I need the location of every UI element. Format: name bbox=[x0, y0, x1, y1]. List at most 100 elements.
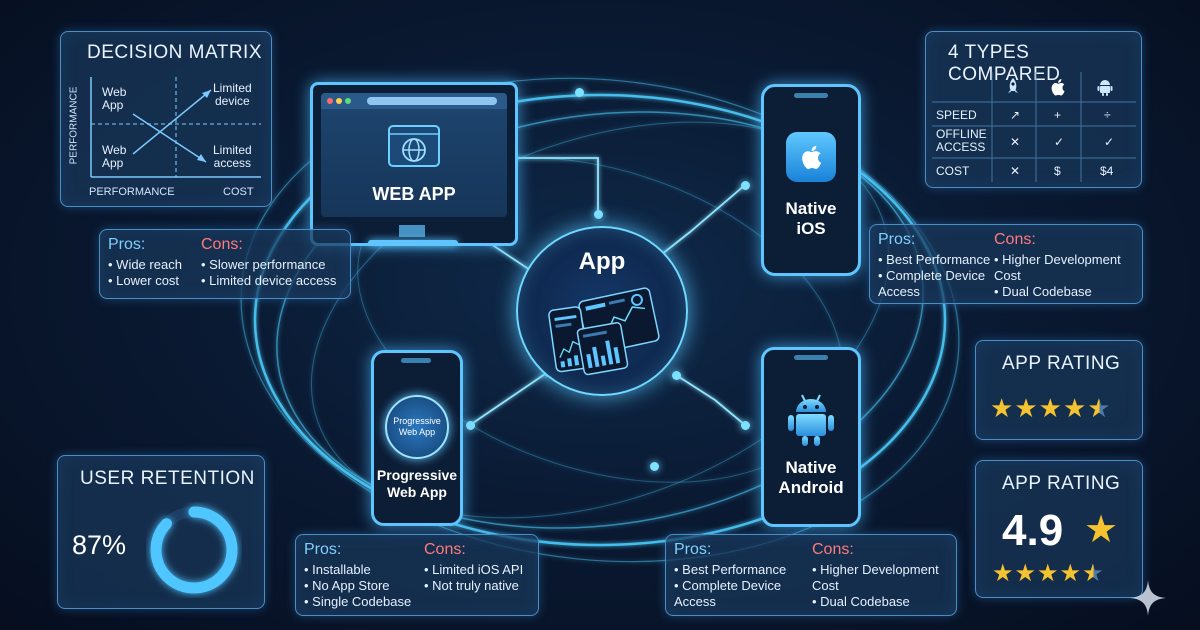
star-rating: ★★★★★ bbox=[990, 393, 1112, 424]
android-proscons-panel: Pros: Best Performance Complete Device A… bbox=[665, 534, 957, 616]
list-item: Best Performance bbox=[878, 252, 990, 268]
list-item: Single Codebase bbox=[304, 594, 411, 610]
list-item: Higher Development Cost bbox=[812, 562, 939, 594]
ios-cons-list: Higher Development Cost Dual Codebase bbox=[994, 252, 1142, 300]
app-rating-large-title: APP RATING bbox=[1002, 473, 1121, 494]
rocket-icon bbox=[1008, 78, 1018, 93]
ios-pros-list: Best Performance Complete Device Access bbox=[878, 252, 990, 300]
star-rating: ★★★★★ bbox=[992, 559, 1105, 588]
android-pros-title: Pros: bbox=[674, 541, 712, 558]
user-retention-value: 87% bbox=[72, 530, 127, 560]
comparison-cell: ÷ bbox=[1104, 108, 1111, 122]
list-item: Higher Development Cost bbox=[994, 252, 1142, 284]
pwa-app-icon: Progressive Web App bbox=[385, 395, 449, 459]
app-rating-panel: APP RATING ★★★★★ bbox=[975, 340, 1143, 440]
comparison-cell: ✓ bbox=[1104, 135, 1115, 149]
list-item: Complete Device Access bbox=[878, 268, 990, 300]
web-app-pros-title: Pros: bbox=[108, 236, 146, 253]
decision-matrix-title: DECISION MATRIX bbox=[87, 42, 262, 63]
comparison-cell: ↗ bbox=[1010, 108, 1021, 122]
pwa-phone: Progressive Web App Progressive Web App bbox=[371, 350, 463, 526]
ios-proscons-panel: Pros: Best Performance Complete Device A… bbox=[869, 224, 1143, 304]
connection-node bbox=[741, 181, 750, 190]
android-icon bbox=[1097, 80, 1113, 96]
matrix-label-top-right: Limited device bbox=[213, 81, 252, 108]
list-item: Not truly native bbox=[424, 578, 523, 594]
matrix-y-axis-label: PERFORMANCE bbox=[68, 86, 80, 165]
apple-icon bbox=[1051, 79, 1065, 96]
user-retention-panel: USER RETENTION 87% bbox=[57, 455, 265, 609]
list-item: Wide reach bbox=[108, 257, 182, 273]
matrix-label-top-left: Web App bbox=[102, 85, 127, 112]
comparison-cell: + bbox=[1054, 108, 1062, 122]
connection-node bbox=[650, 462, 659, 471]
list-item: Dual Codebase bbox=[812, 594, 939, 610]
matrix-x-axis-right-label: COST bbox=[223, 186, 254, 198]
star-icon: ★ bbox=[1082, 560, 1105, 587]
comparison-cell: ✕ bbox=[1010, 135, 1021, 149]
comparison-cell: ✓ bbox=[1054, 135, 1065, 149]
android-label: Native Android bbox=[778, 458, 844, 497]
connection-node bbox=[672, 371, 681, 380]
list-item: Installable bbox=[304, 562, 411, 578]
connection-node bbox=[741, 421, 750, 430]
pwa-icon-label: Progressive Web App bbox=[393, 416, 441, 437]
pwa-pros-title: Pros: bbox=[304, 541, 342, 558]
comparison-row-label: COST bbox=[936, 164, 970, 178]
native-ios-phone: Native iOS bbox=[761, 84, 861, 276]
phone-notch bbox=[794, 355, 828, 360]
globe-icon bbox=[388, 125, 440, 167]
web-app-monitor: WEB APP bbox=[310, 82, 518, 246]
comparison-cell: $4 bbox=[1100, 164, 1114, 178]
list-item: Limited iOS API bbox=[424, 562, 523, 578]
pwa-proscons-panel: Pros: Installable No App Store Single Co… bbox=[295, 534, 539, 616]
web-app-proscons-panel: Pros: Wide reach Lower cost Cons: Slower… bbox=[99, 229, 351, 299]
web-app-cons-title: Cons: bbox=[201, 236, 243, 253]
comparison-panel: 4 TYPES COMPARED SPEED ↗ + ÷ OFFLINE ACC… bbox=[925, 31, 1142, 188]
pwa-cons-title: Cons: bbox=[424, 541, 466, 558]
ios-app-icon bbox=[786, 132, 836, 182]
list-item: Lower cost bbox=[108, 273, 182, 289]
list-item: Complete Device Access bbox=[674, 578, 786, 610]
native-android-phone: Native Android bbox=[761, 347, 861, 527]
comparison-row-label: OFFLINE ACCESS bbox=[936, 127, 987, 154]
ios-cons-title: Cons: bbox=[994, 231, 1036, 248]
phone-notch bbox=[794, 93, 828, 98]
pwa-cons-list: Limited iOS API Not truly native bbox=[424, 562, 523, 594]
ios-label: Native iOS bbox=[785, 199, 837, 238]
star-icon: ★ bbox=[1014, 393, 1039, 423]
app-rating-large-panel: APP RATING 4.9 ★ ★★★★★ bbox=[975, 460, 1143, 598]
window-dot-red bbox=[327, 98, 333, 104]
monitor-stand bbox=[399, 225, 425, 237]
sparkle-icon bbox=[1130, 580, 1166, 616]
app-rating-value: 4.9 bbox=[1002, 506, 1064, 555]
pwa-pros-list: Installable No App Store Single Codebase bbox=[304, 562, 411, 610]
star-icon: ★ bbox=[992, 560, 1015, 587]
window-dot-green bbox=[345, 98, 351, 104]
matrix-x-axis-left-label: PERFORMANCE bbox=[89, 186, 175, 198]
comparison-title: 4 TYPES COMPARED bbox=[948, 42, 1061, 85]
connection-node bbox=[575, 88, 584, 97]
decision-matrix-panel: DECISION MATRIX PERFORMANCE Web App Web … bbox=[60, 31, 272, 207]
android-robot-icon bbox=[788, 394, 834, 446]
star-icon: ★ bbox=[1084, 509, 1119, 551]
star-icon: ★ bbox=[1014, 560, 1038, 587]
ios-pros-title: Pros: bbox=[878, 231, 916, 248]
app-hub-label: App bbox=[578, 248, 626, 275]
star-icon: ★ bbox=[990, 393, 1015, 423]
comparison-cell: $ bbox=[1054, 164, 1061, 178]
matrix-label-bottom-right: Limited access bbox=[213, 143, 252, 170]
list-item: No App Store bbox=[304, 578, 411, 594]
browser-toolbar bbox=[321, 93, 507, 109]
app-rating-title: APP RATING bbox=[1002, 353, 1121, 374]
star-icon: ★ bbox=[1038, 393, 1063, 423]
browser-screen: WEB APP bbox=[321, 93, 507, 217]
star-icon: ★ bbox=[1087, 393, 1112, 423]
comparison-grid bbox=[932, 72, 1136, 182]
list-item: Limited device access bbox=[201, 273, 336, 289]
address-bar bbox=[367, 97, 497, 105]
list-item: Best Performance bbox=[674, 562, 786, 578]
decision-matrix-axes bbox=[90, 77, 261, 178]
connection-node bbox=[594, 210, 603, 219]
comparison-row-label: SPEED bbox=[936, 108, 977, 122]
